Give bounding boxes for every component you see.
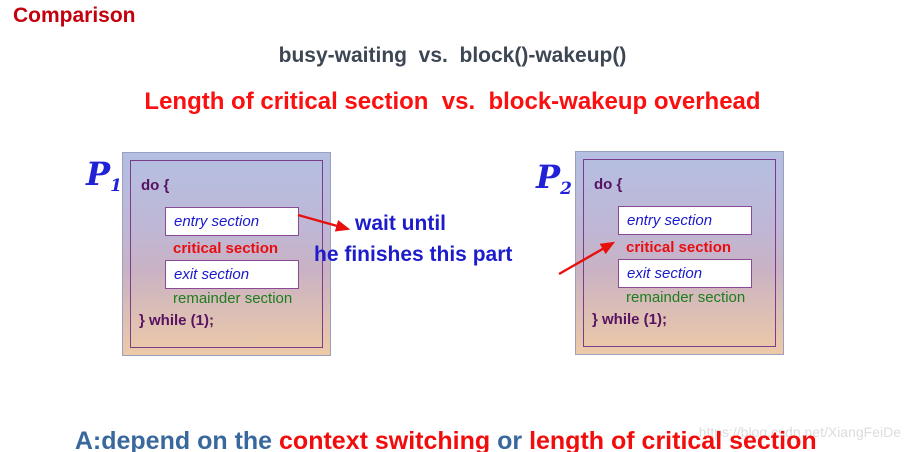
page-title: Comparison: [13, 4, 136, 27]
process-1-inner-border: [130, 160, 323, 348]
do-open-label: do {: [594, 176, 623, 193]
do-open-label: do {: [141, 177, 170, 194]
answer-part3: or: [490, 427, 530, 452]
process-1-subscript: 1: [110, 176, 122, 196]
while-close-label: } while (1);: [139, 312, 215, 329]
process-1-letter: P: [86, 155, 111, 193]
critical-section-label: critical section: [173, 240, 279, 257]
exit-section-box: exit section: [165, 260, 299, 289]
wait-annotation-line2: he finishes this part: [314, 243, 513, 266]
exit-section-label: exit section: [627, 265, 703, 282]
answer-line: A:depend on the context switching or len…: [48, 398, 817, 452]
wait-annotation-line1: wait until: [355, 212, 446, 235]
entry-section-label: entry section: [627, 212, 713, 229]
answer-part1: A:depend on the: [74, 427, 280, 452]
process-1-label: P1: [86, 158, 122, 195]
answer-part2: context switching: [279, 427, 491, 452]
process-2-letter: P: [536, 158, 561, 196]
answer-part4: length of critical section: [529, 427, 817, 452]
process-2-box: do { entry section critical section exit…: [575, 151, 784, 355]
subtitle: busy-waiting vs. block()-wakeup(): [278, 44, 627, 67]
process-2-label: P2: [536, 161, 572, 198]
process-2-subscript: 2: [560, 179, 572, 199]
process-1-box: do { entry section critical section exit…: [122, 152, 331, 356]
exit-section-box: exit section: [618, 259, 752, 288]
exit-section-label: exit section: [174, 266, 250, 283]
remainder-section-label: remainder section: [626, 289, 746, 306]
entry-section-label: entry section: [174, 213, 260, 230]
heading: Length of critical section vs. block-wak…: [144, 88, 761, 115]
critical-section-label: critical section: [626, 239, 732, 256]
entry-section-box: entry section: [618, 206, 752, 235]
remainder-section-label: remainder section: [173, 290, 293, 307]
while-close-label: } while (1);: [592, 311, 668, 328]
watermark-url: https://blog.csdn.net/XiangFeiDe: [698, 424, 901, 440]
entry-section-box: entry section: [165, 207, 299, 236]
